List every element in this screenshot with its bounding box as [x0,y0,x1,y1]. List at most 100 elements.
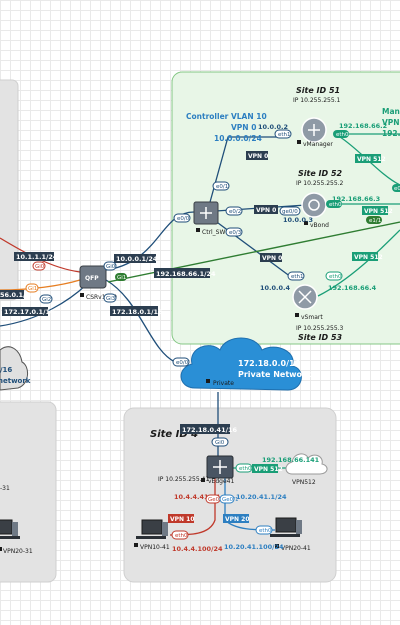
vpn10-host-ip: 10.4.4.100/24 [172,545,223,553]
private-network-label: Private Network [238,370,312,379]
vedge-marker [201,478,205,482]
mgmt-line3: 192.1 [382,129,400,138]
vpn512-label-vs: VPN 512 [354,254,383,261]
iface-vpn20-eth0: eth0 [259,528,272,534]
vpn20-host[interactable]: VPN20-41 [270,517,311,552]
iface-sw-e01: e0/1 [216,184,228,190]
vm-ip: 10.0.0.2 [258,123,288,131]
iface-ve-ge00: Gi0 [215,440,225,446]
mgmt-line1: Mana [382,107,400,116]
left-zone-top [0,79,19,301]
private-network-cidr: 172.18.0.0/16 [238,359,301,368]
vedge-vpn10-net: 10.4.4.41/24 [174,493,220,501]
iface-vpn10-eth0: eth0 [175,533,188,539]
iface-vs-eth1: eth1 [291,274,304,280]
left-vpn20-host[interactable]: VPN20-31 [0,519,33,555]
vpn512-cloud: VPN512 [285,453,328,486]
left-network-cloud [0,346,28,391]
vpn512-label-vb: VPN 512 [364,208,393,215]
left-cloud-network: network [0,377,31,385]
vedge-priv-net: 172.18.0.41/16 [182,426,237,434]
vpn20-host-label: VPN20-41 [281,545,311,552]
iface-sw-e03: e0/3 [229,230,242,236]
vedge-vpn20-net: 10.20.41.1/24 [236,493,287,501]
vsmart-device[interactable]: vSmart [292,284,323,321]
vpn512-label-ve: VPN 512 [254,466,283,473]
site53-ip: IP 10.255.255.3 [296,325,344,332]
vb-mgmt-ip: 192.168.66.3 [332,195,380,203]
vedge-label: vEdge41 [208,478,234,485]
vm-mgmt-ip: 192.168.66.2 [339,122,387,130]
left-cloud-ip: /16 [0,366,12,374]
ctrl-switch-device[interactable]: Ctrl_SW [193,201,225,236]
interface-badges: eth1 eth0 ge0/0 eth0 eth1 eth0 e0/1 e0/2… [25,129,400,540]
site52-ip: IP 10.255.255.2 [296,180,344,187]
iface-ve-eth0: eth0 [239,466,252,472]
iface-csr-gi1: Gi1 [117,275,126,281]
vbond-marker [304,221,308,225]
csr-marker [80,293,84,297]
private-network-cloud: 172.18.0.0/16 Private Network Private [180,337,312,391]
left-vpn20-host-label: VPN20-31 [3,548,33,555]
iface-sw-e00: e0/0 [177,216,190,222]
iface-private-e00: e0/0 [176,360,189,366]
site53-title: Site ID 53 [298,333,343,342]
site51-ip: IP 10.255.255.1 [293,97,341,104]
iface-e0-partial: e0 [394,186,400,192]
iface-e11: e1/1 [369,218,381,224]
left-net-3: 172.17.0.1/16 [4,308,55,316]
iface-vb-ge00: ge0/0 [282,209,298,215]
vb-ip: 10.0.0.3 [283,216,313,224]
vpn10-label: VPN 10 [170,516,195,523]
vedge-mgmt-ip: 192.168.66.141 [262,456,320,464]
vpn0-label-vb: VPN 0 [256,207,276,214]
vpn10-host-label: VPN10-41 [140,544,170,551]
vpn512-cloud-label: VPN512 [292,479,316,486]
iface-sw-e02: e0/2 [229,209,241,215]
site4-title: Site ID 4 [150,429,198,440]
iface-csr-gi1-left: Gi1 [28,286,37,292]
mgmt-line2: VPN 5 [382,118,400,127]
vsmart-label: vSmart [301,314,323,321]
left-blue-link [0,284,87,327]
navy-labels: VPN 0 VPN 0 10.0.0.1/24 192.168.66.1/24 … [0,151,282,523]
iface-ve-ge02: Ge0/2 [208,497,225,503]
vmanager-label: vManager [303,141,333,148]
left-net-2: 56.0.1/16 [0,291,35,299]
vsmart-marker [295,313,299,317]
csr-mgmt-net: 192.168.66.1/24 [156,270,216,278]
vpn20-label: VPN 20 [225,516,250,523]
vbond-device[interactable]: vBond [301,192,329,229]
iface-vb-eth0: eth0 [329,202,342,208]
vmanager-device[interactable]: vManager [297,117,333,148]
csr-ctrl-net: 10.0.0.1/24 [116,255,158,263]
iface-ve-ge01: Ge0/1 [222,497,239,503]
vpn10-host[interactable]: VPN10-41 [134,519,170,551]
ctrl-sw-label: Ctrl_SW [202,229,225,236]
iface-vm-eth0: eth0 [336,132,349,138]
csr-priv-net: 172.18.0.1/16 [112,308,163,316]
private-cloud-caption: Private [213,380,234,387]
vbond-label: vBond [310,222,329,229]
vs-mgmt-ip: 192.168.66.4 [328,284,377,292]
controller-vpn: VPN 0 [231,123,256,132]
site51-title: Site ID 51 [296,86,340,95]
iface-csr-gi2-left: Gi2 [42,297,51,303]
vpn0-label-vm: VPN 0 [248,153,268,160]
site52-title: Site ID 52 [298,169,343,178]
left-host-marker [0,547,2,551]
vpn512-labels: VPN 512 VPN 512 VPN 512 VPN 512 VPN 0 [252,154,393,473]
ctrl-sw-marker [196,228,200,232]
left-zone-bottom [0,401,57,583]
vedge41-device[interactable]: IP 10.255.255.41 vEdge41 [158,455,234,485]
vmanager-marker [297,140,301,144]
controller-subnet: 10.0.0.0/24 [214,134,262,143]
controller-vlan: Controller VLAN 10 [186,112,267,121]
csr-router-device[interactable]: QFP CSRv1000 [79,265,117,301]
left-orange-link [0,279,81,291]
left-net-1: 10.1.1.1/24 [16,253,58,261]
csr-label: CSRv1000 [86,294,117,301]
iface-vs-eth0: eth0 [329,274,342,280]
